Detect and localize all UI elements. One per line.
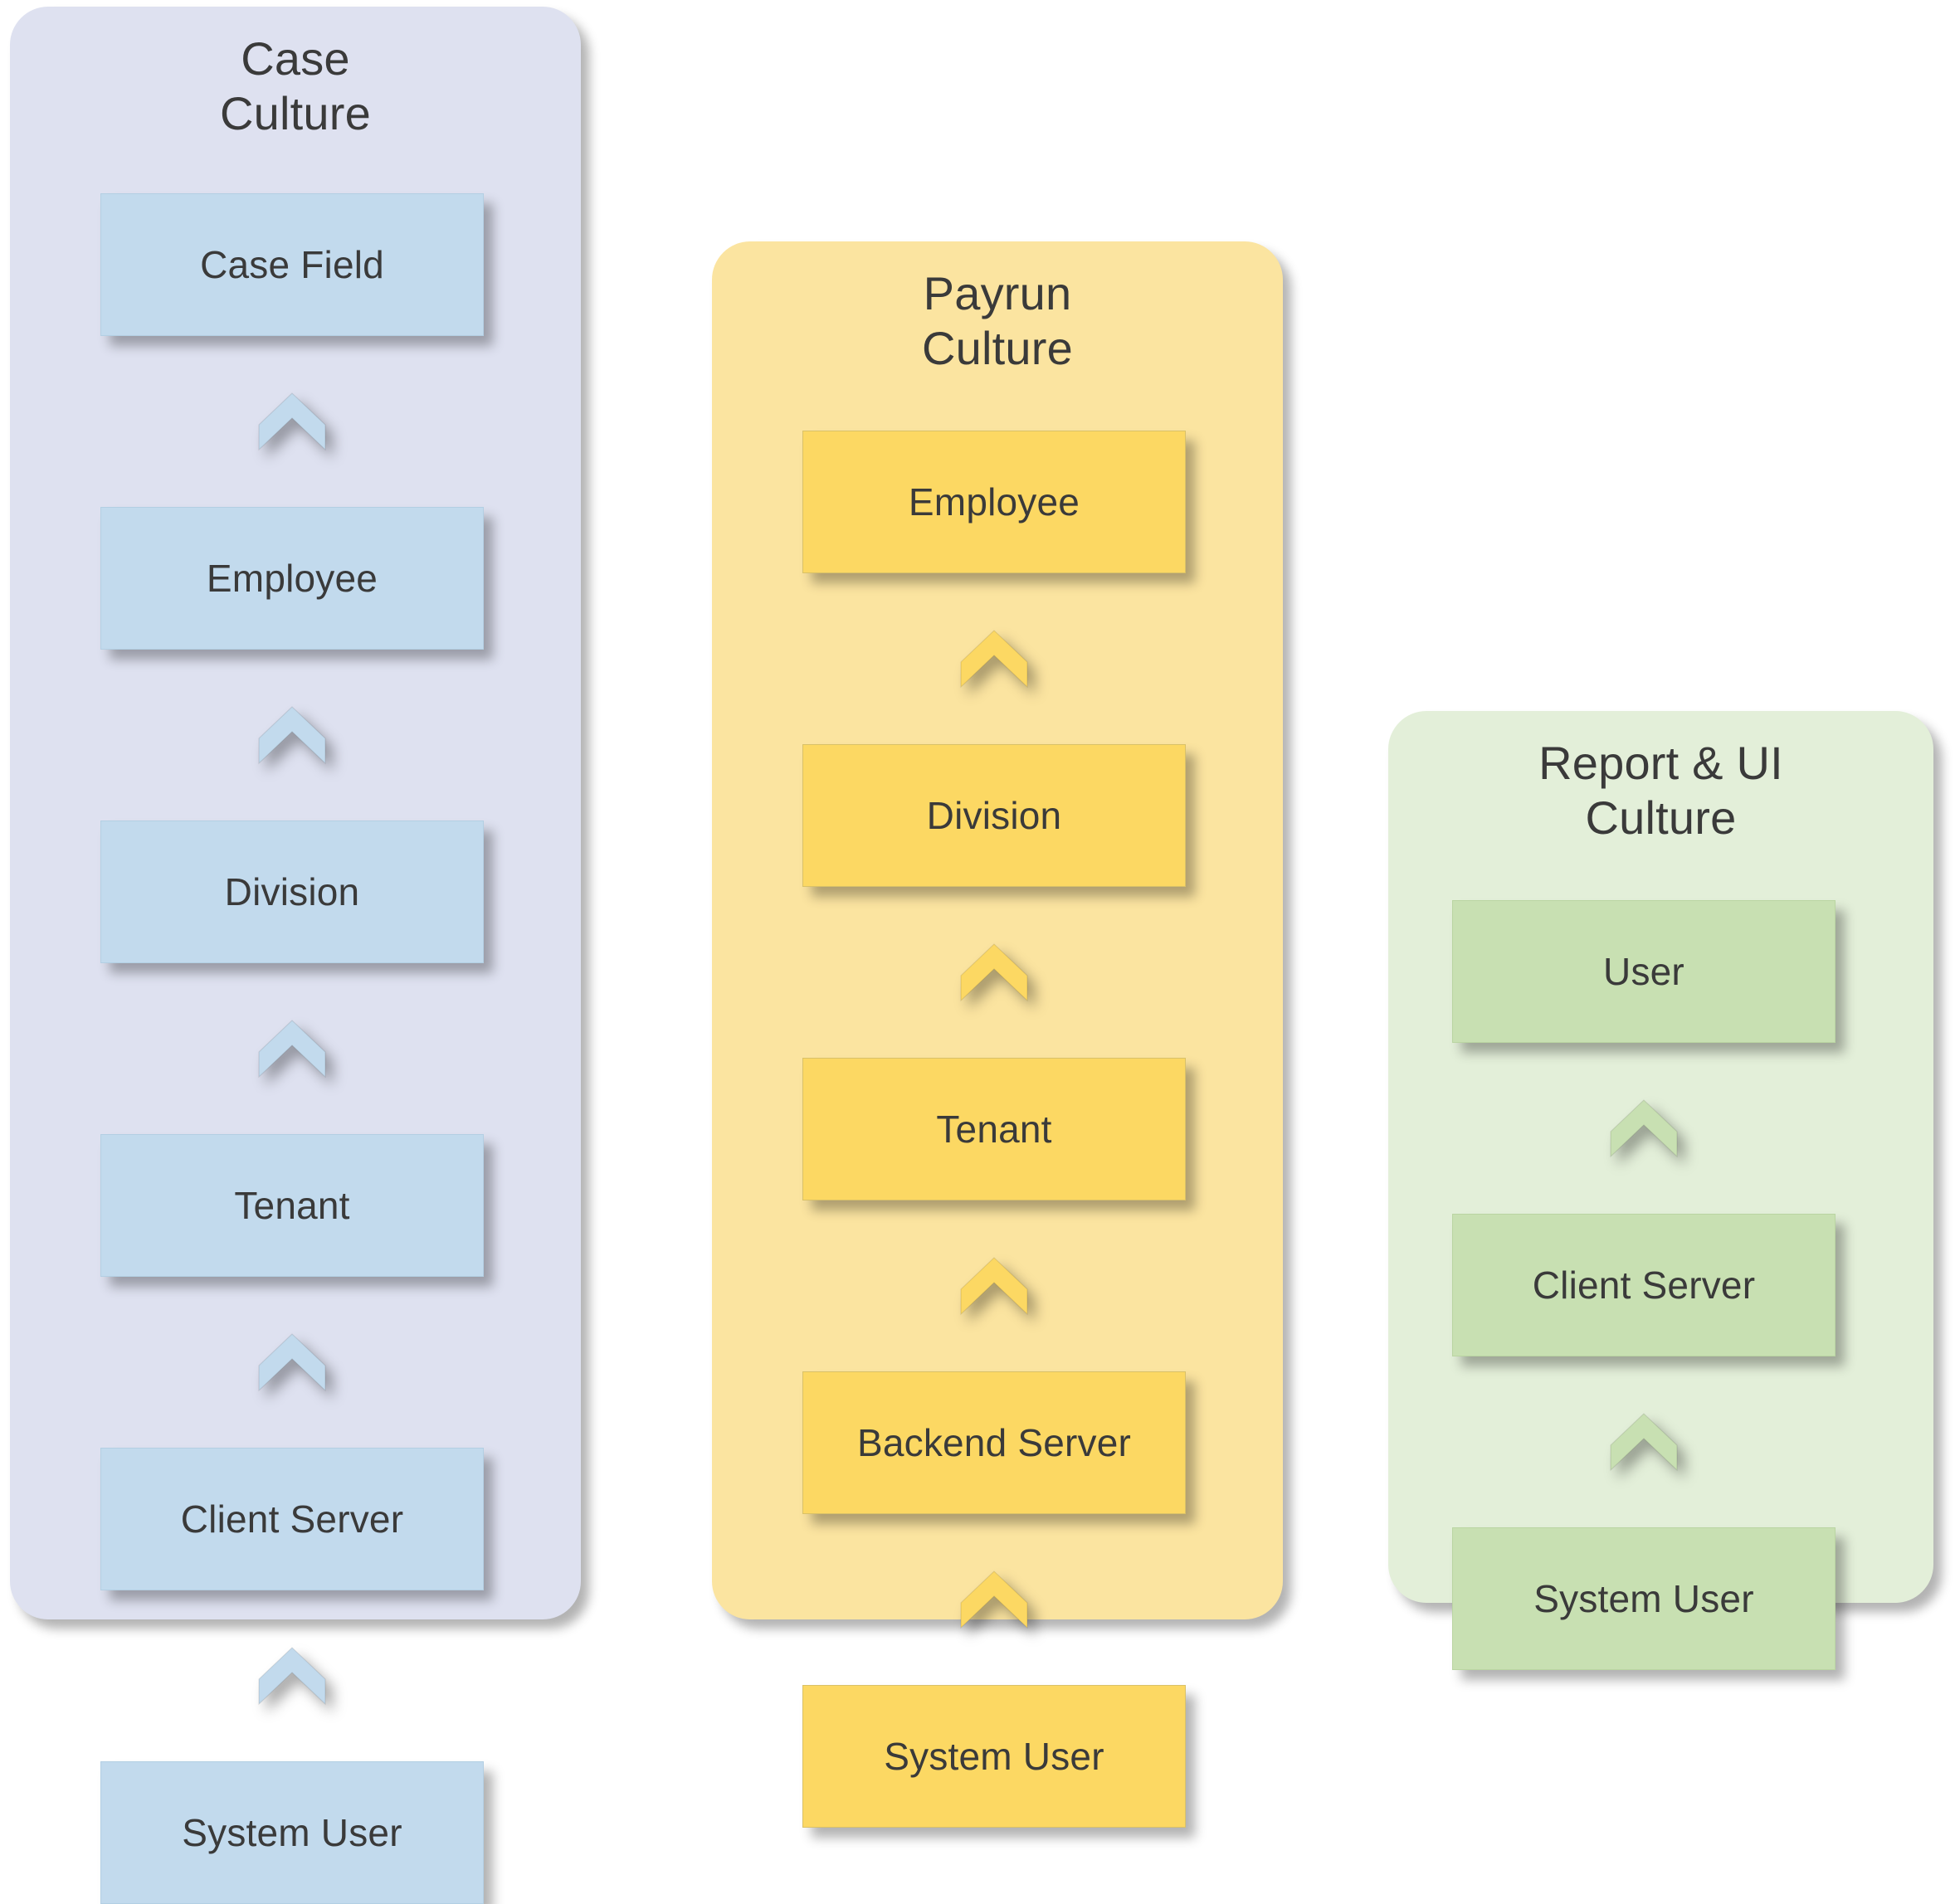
chevron-up-arrow [959,1570,1029,1629]
culture-node-label: System User [182,1811,402,1854]
culture-group-title-line2: Culture [220,87,371,140]
chevron-up-arrow [257,705,327,765]
culture-node-label: Division [926,794,1062,837]
culture-group-title-line1: Case [241,32,350,85]
culture-group-title-line2: Culture [1585,791,1737,845]
culture-node-case-culture-0[interactable]: Case Field [100,193,484,336]
culture-node-label: Employee [206,557,378,600]
culture-node-payrun-culture-2[interactable]: Tenant [802,1058,1186,1200]
culture-node-label: Client Server [180,1497,404,1541]
culture-node-payrun-culture-0[interactable]: Employee [802,431,1186,573]
culture-node-label: System User [1533,1577,1754,1620]
culture-group-title-line2: Culture [922,322,1073,375]
culture-node-case-culture-5[interactable]: System User [100,1761,484,1904]
culture-node-label: System User [884,1735,1104,1778]
culture-node-payrun-culture-1[interactable]: Division [802,744,1186,887]
chevron-up-arrow [959,942,1029,1002]
culture-node-label: Tenant [234,1184,350,1227]
culture-node-label: Division [224,870,360,913]
culture-node-case-culture-2[interactable]: Division [100,821,484,963]
culture-node-report-ui-culture-2[interactable]: System User [1452,1527,1836,1670]
culture-node-label: Case Field [200,243,384,286]
culture-node-label: Employee [908,480,1080,523]
chevron-up-arrow [1609,1098,1679,1158]
chevron-up-arrow [959,629,1029,689]
chevron-up-arrow [1609,1412,1679,1472]
culture-node-case-culture-3[interactable]: Tenant [100,1134,484,1277]
culture-node-payrun-culture-3[interactable]: Backend Server [802,1371,1186,1514]
culture-node-label: Client Server [1532,1264,1756,1307]
culture-node-label: Backend Server [856,1421,1132,1464]
culture-node-label: User [1603,950,1684,993]
chevron-up-arrow [959,1256,1029,1316]
chevron-up-arrow [257,1646,327,1706]
culture-node-report-ui-culture-0[interactable]: User [1452,900,1836,1043]
culture-node-case-culture-4[interactable]: Client Server [100,1448,484,1590]
culture-node-case-culture-1[interactable]: Employee [100,507,484,650]
culture-node-label: Tenant [936,1108,1052,1151]
chevron-up-arrow [257,392,327,451]
chevron-up-arrow [257,1332,327,1392]
culture-node-payrun-culture-4[interactable]: System User [802,1685,1186,1828]
chevron-up-arrow [257,1019,327,1079]
culture-group-title-line1: Payrun [923,267,1072,319]
culture-group-title-line1: Report & UI [1538,737,1783,789]
culture-node-report-ui-culture-1[interactable]: Client Server [1452,1214,1836,1356]
